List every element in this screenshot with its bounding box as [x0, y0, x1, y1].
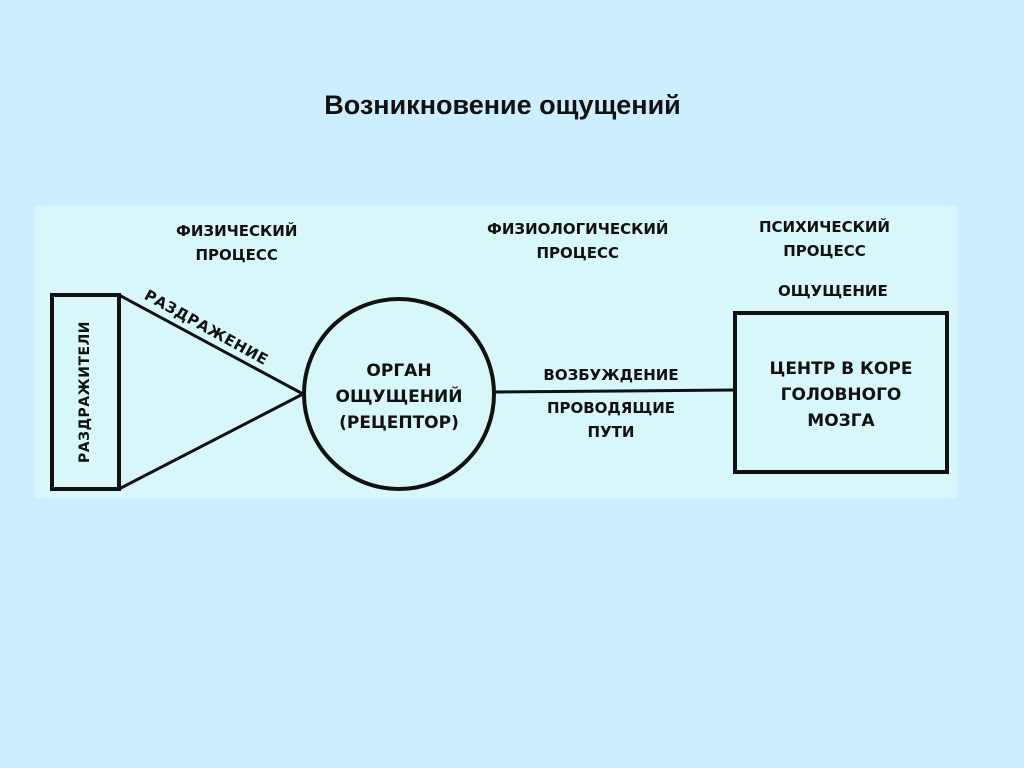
- pathways-line-1: ПРОВОДЯЩИЕ: [546, 399, 676, 417]
- receptor-line-2: ОЩУЩЕНИЙ: [335, 387, 463, 407]
- pathway-line: [493, 388, 736, 394]
- psychic-process-label: ПСИХИЧЕСКИЙ ПРОЦЕСС: [759, 215, 890, 263]
- excitation-label: ВОЗБУЖДЕНИЕ: [543, 366, 679, 384]
- irritation-line-bottom: [118, 392, 304, 491]
- stimuli-label: РАЗДРАЖИТЕЛИ: [77, 321, 93, 463]
- receptor-circle: [302, 297, 496, 491]
- receptor-label: ОРГАН ОЩУЩЕНИЙ (РЕЦЕПТОР): [304, 358, 494, 436]
- diagram-panel: ФИЗИЧЕСКИЙ ПРОЦЕСС ФИЗИОЛОГИЧЕСКИЙ ПРОЦЕ…: [35, 206, 957, 498]
- physical-process-label: ФИЗИЧЕСКИЙ ПРОЦЕСС: [176, 219, 297, 267]
- physical-process-line-2: ПРОЦЕСС: [195, 246, 278, 264]
- pathways-line-2: ПУТИ: [587, 423, 635, 441]
- psychic-process-line-1: ПСИХИЧЕСКИЙ: [759, 218, 890, 236]
- brain-center-line-3: МОЗГА: [807, 411, 875, 431]
- psychic-process-line-2: ПРОЦЕСС: [783, 242, 866, 260]
- physiological-process-line-1: ФИЗИОЛОГИЧЕСКИЙ: [487, 220, 669, 238]
- sensation-label: ОЩУЩЕНИЕ: [778, 282, 888, 300]
- brain-center-line-2: ГОЛОВНОГО: [780, 385, 902, 405]
- brain-center-label: ЦЕНТР В КОРЕ ГОЛОВНОГО МОЗГА: [739, 356, 943, 434]
- receptor-line-3: (РЕЦЕПТОР): [339, 413, 459, 433]
- diagram-drawing: [50, 293, 949, 491]
- physiological-process-label: ФИЗИОЛОГИЧЕСКИЙ ПРОЦЕСС: [487, 217, 668, 265]
- receptor-line-1: ОРГАН: [366, 361, 432, 381]
- page-title: Возникновение ощущений: [324, 90, 681, 120]
- pathways-label: ПРОВОДЯЩИЕ ПУТИ: [521, 396, 701, 444]
- brain-center-line-1: ЦЕНТР В КОРЕ: [769, 359, 913, 379]
- stimuli-box: [50, 293, 121, 491]
- brain-center-box: [733, 311, 949, 474]
- physical-process-line-1: ФИЗИЧЕСКИЙ: [176, 222, 298, 240]
- physiological-process-line-2: ПРОЦЕСС: [536, 244, 619, 262]
- irritation-line-top: [118, 293, 304, 396]
